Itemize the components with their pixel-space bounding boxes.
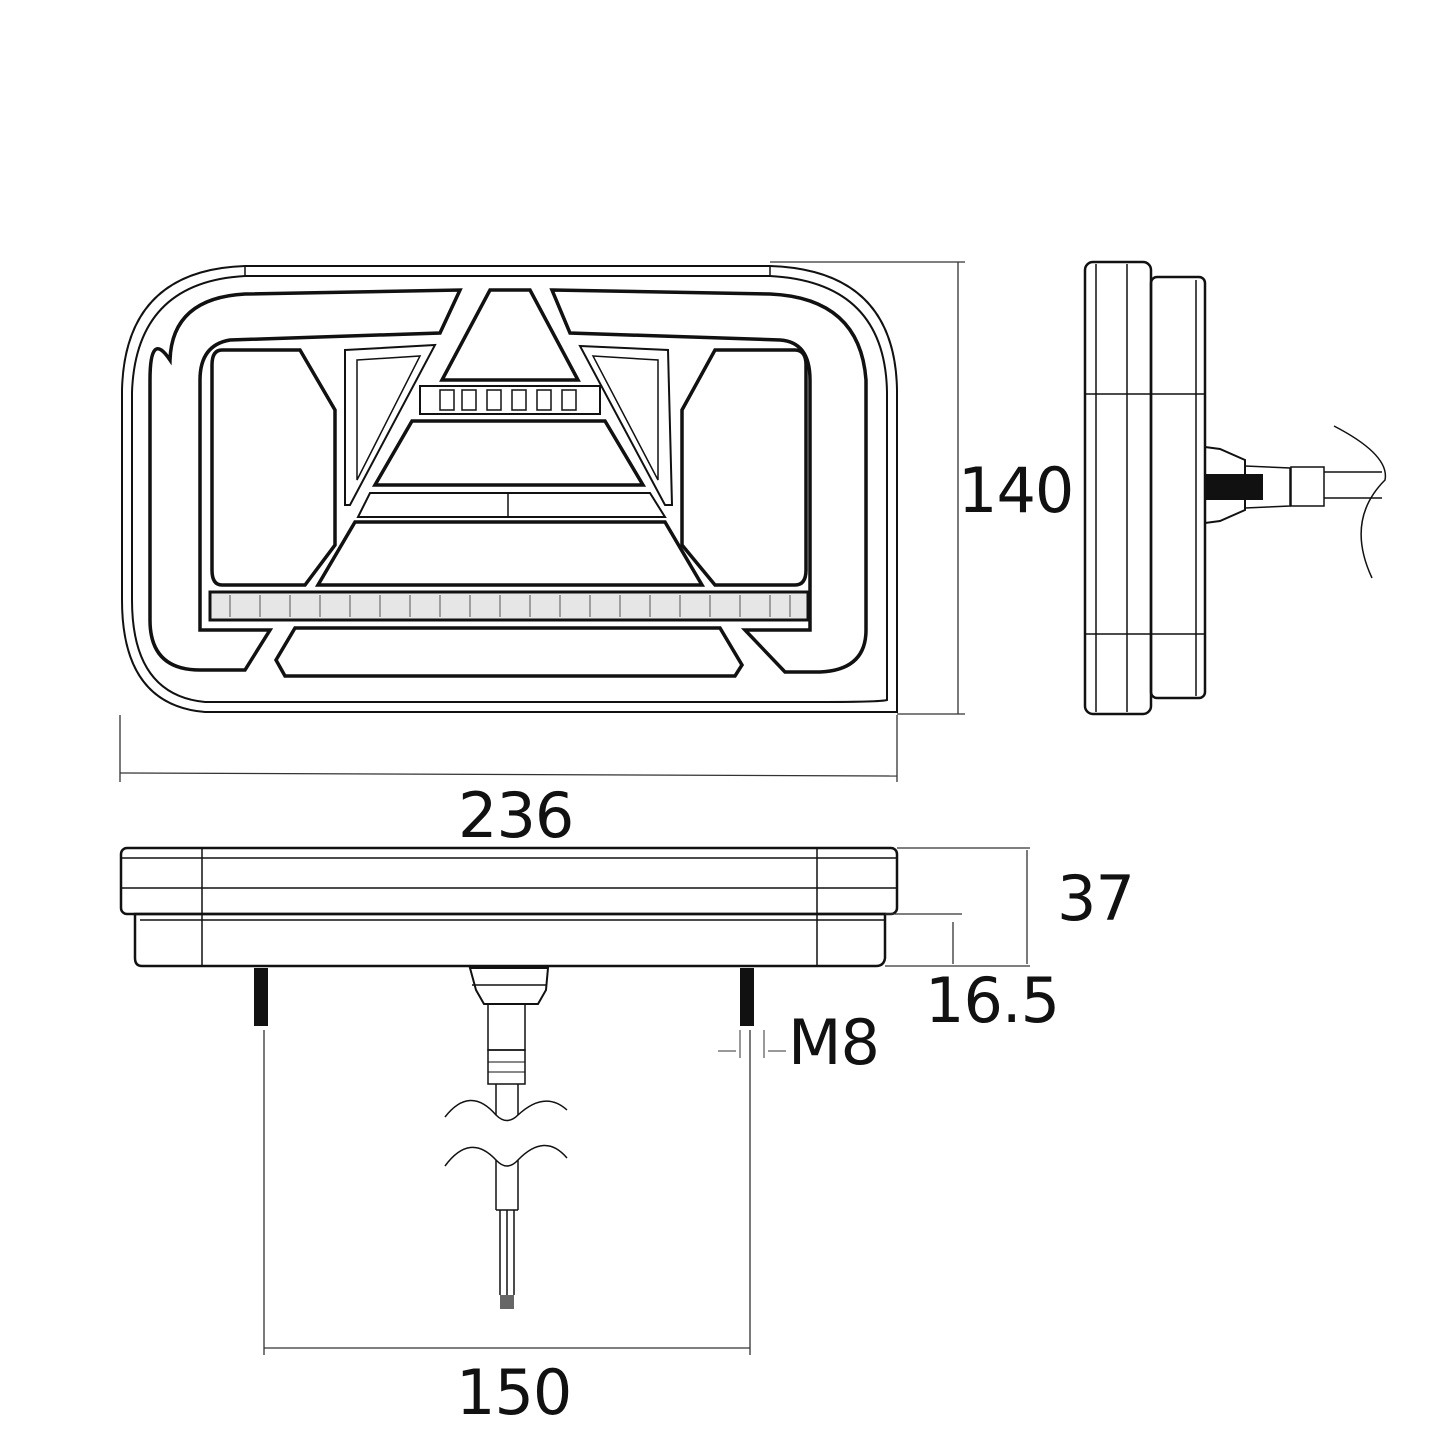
stud-spacing-dimension-line xyxy=(263,1030,751,1355)
depth-dimension-lines xyxy=(885,847,1030,967)
width-dimension-line xyxy=(119,715,898,782)
height-label: 140 xyxy=(958,454,1074,527)
bottom-view xyxy=(119,846,899,1309)
front-view xyxy=(121,265,898,713)
thread-size-label: M8 xyxy=(788,1006,880,1079)
side-view xyxy=(1083,260,1387,716)
width-label: 236 xyxy=(458,779,574,852)
thread-dimension-line xyxy=(718,1030,786,1058)
total-depth-label: 37 xyxy=(1057,862,1135,935)
base-depth-label: 16.5 xyxy=(925,964,1060,1037)
height-dimension-line xyxy=(770,261,965,715)
stud-spacing-label: 150 xyxy=(456,1356,572,1429)
